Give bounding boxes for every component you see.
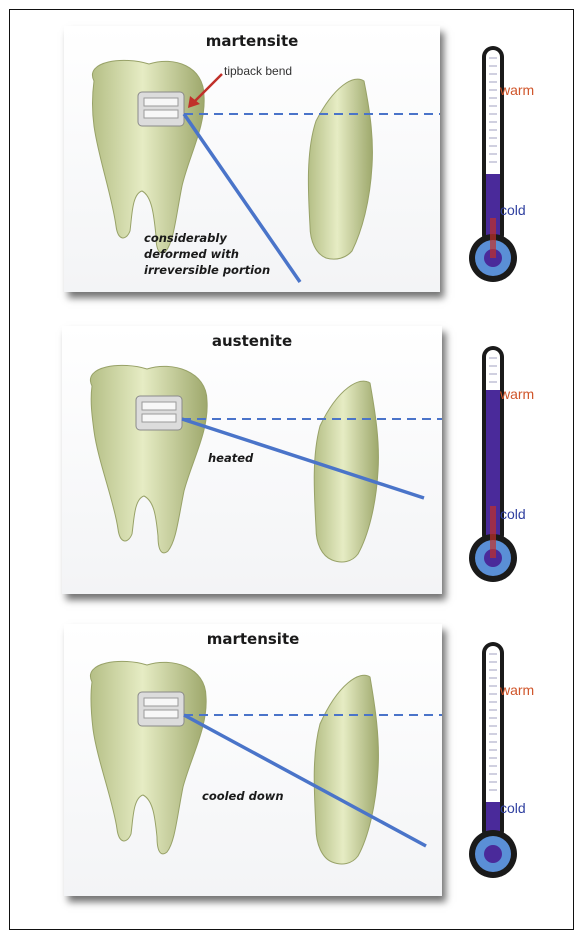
warm-label: warm — [500, 682, 534, 698]
molar-tooth — [90, 661, 206, 854]
cold-label: cold — [500, 506, 526, 522]
archwire — [184, 715, 426, 846]
panel-2-annotation: heated — [208, 450, 253, 466]
warm-label: warm — [500, 386, 534, 402]
incisor-tooth — [314, 675, 378, 864]
bracket — [136, 396, 182, 430]
annotation-line: considerably — [144, 230, 270, 246]
bracket — [138, 92, 184, 126]
bracket — [138, 692, 184, 726]
cold-label: cold — [500, 202, 526, 218]
incisor-tooth — [308, 79, 372, 259]
panel-3-annotation: cooled down — [202, 788, 284, 804]
warm-label: warm — [500, 82, 534, 98]
thermometer-2-graphic — [466, 346, 526, 586]
thermometer-2 — [466, 346, 526, 586]
panel-3-illustration — [64, 624, 442, 896]
annotation-line: irreversible portion — [144, 262, 270, 278]
panel-3-card: martensite cooled down — [64, 624, 442, 896]
panel-1-card: martensite — [64, 26, 440, 292]
tipback-callout: tipback bend — [224, 64, 292, 78]
molar-tooth — [90, 365, 207, 553]
annotation-line: deformed with — [144, 246, 270, 262]
panel-2-card: austenite heated — [62, 326, 442, 594]
molar-tooth — [92, 60, 204, 253]
figure-frame: martensite — [9, 9, 574, 930]
thermometer-3 — [466, 642, 526, 882]
cold-label: cold — [500, 800, 526, 816]
panel-1-annotation: considerably deformed with irreversible … — [144, 230, 270, 278]
thermometer-3-graphic — [466, 642, 526, 882]
